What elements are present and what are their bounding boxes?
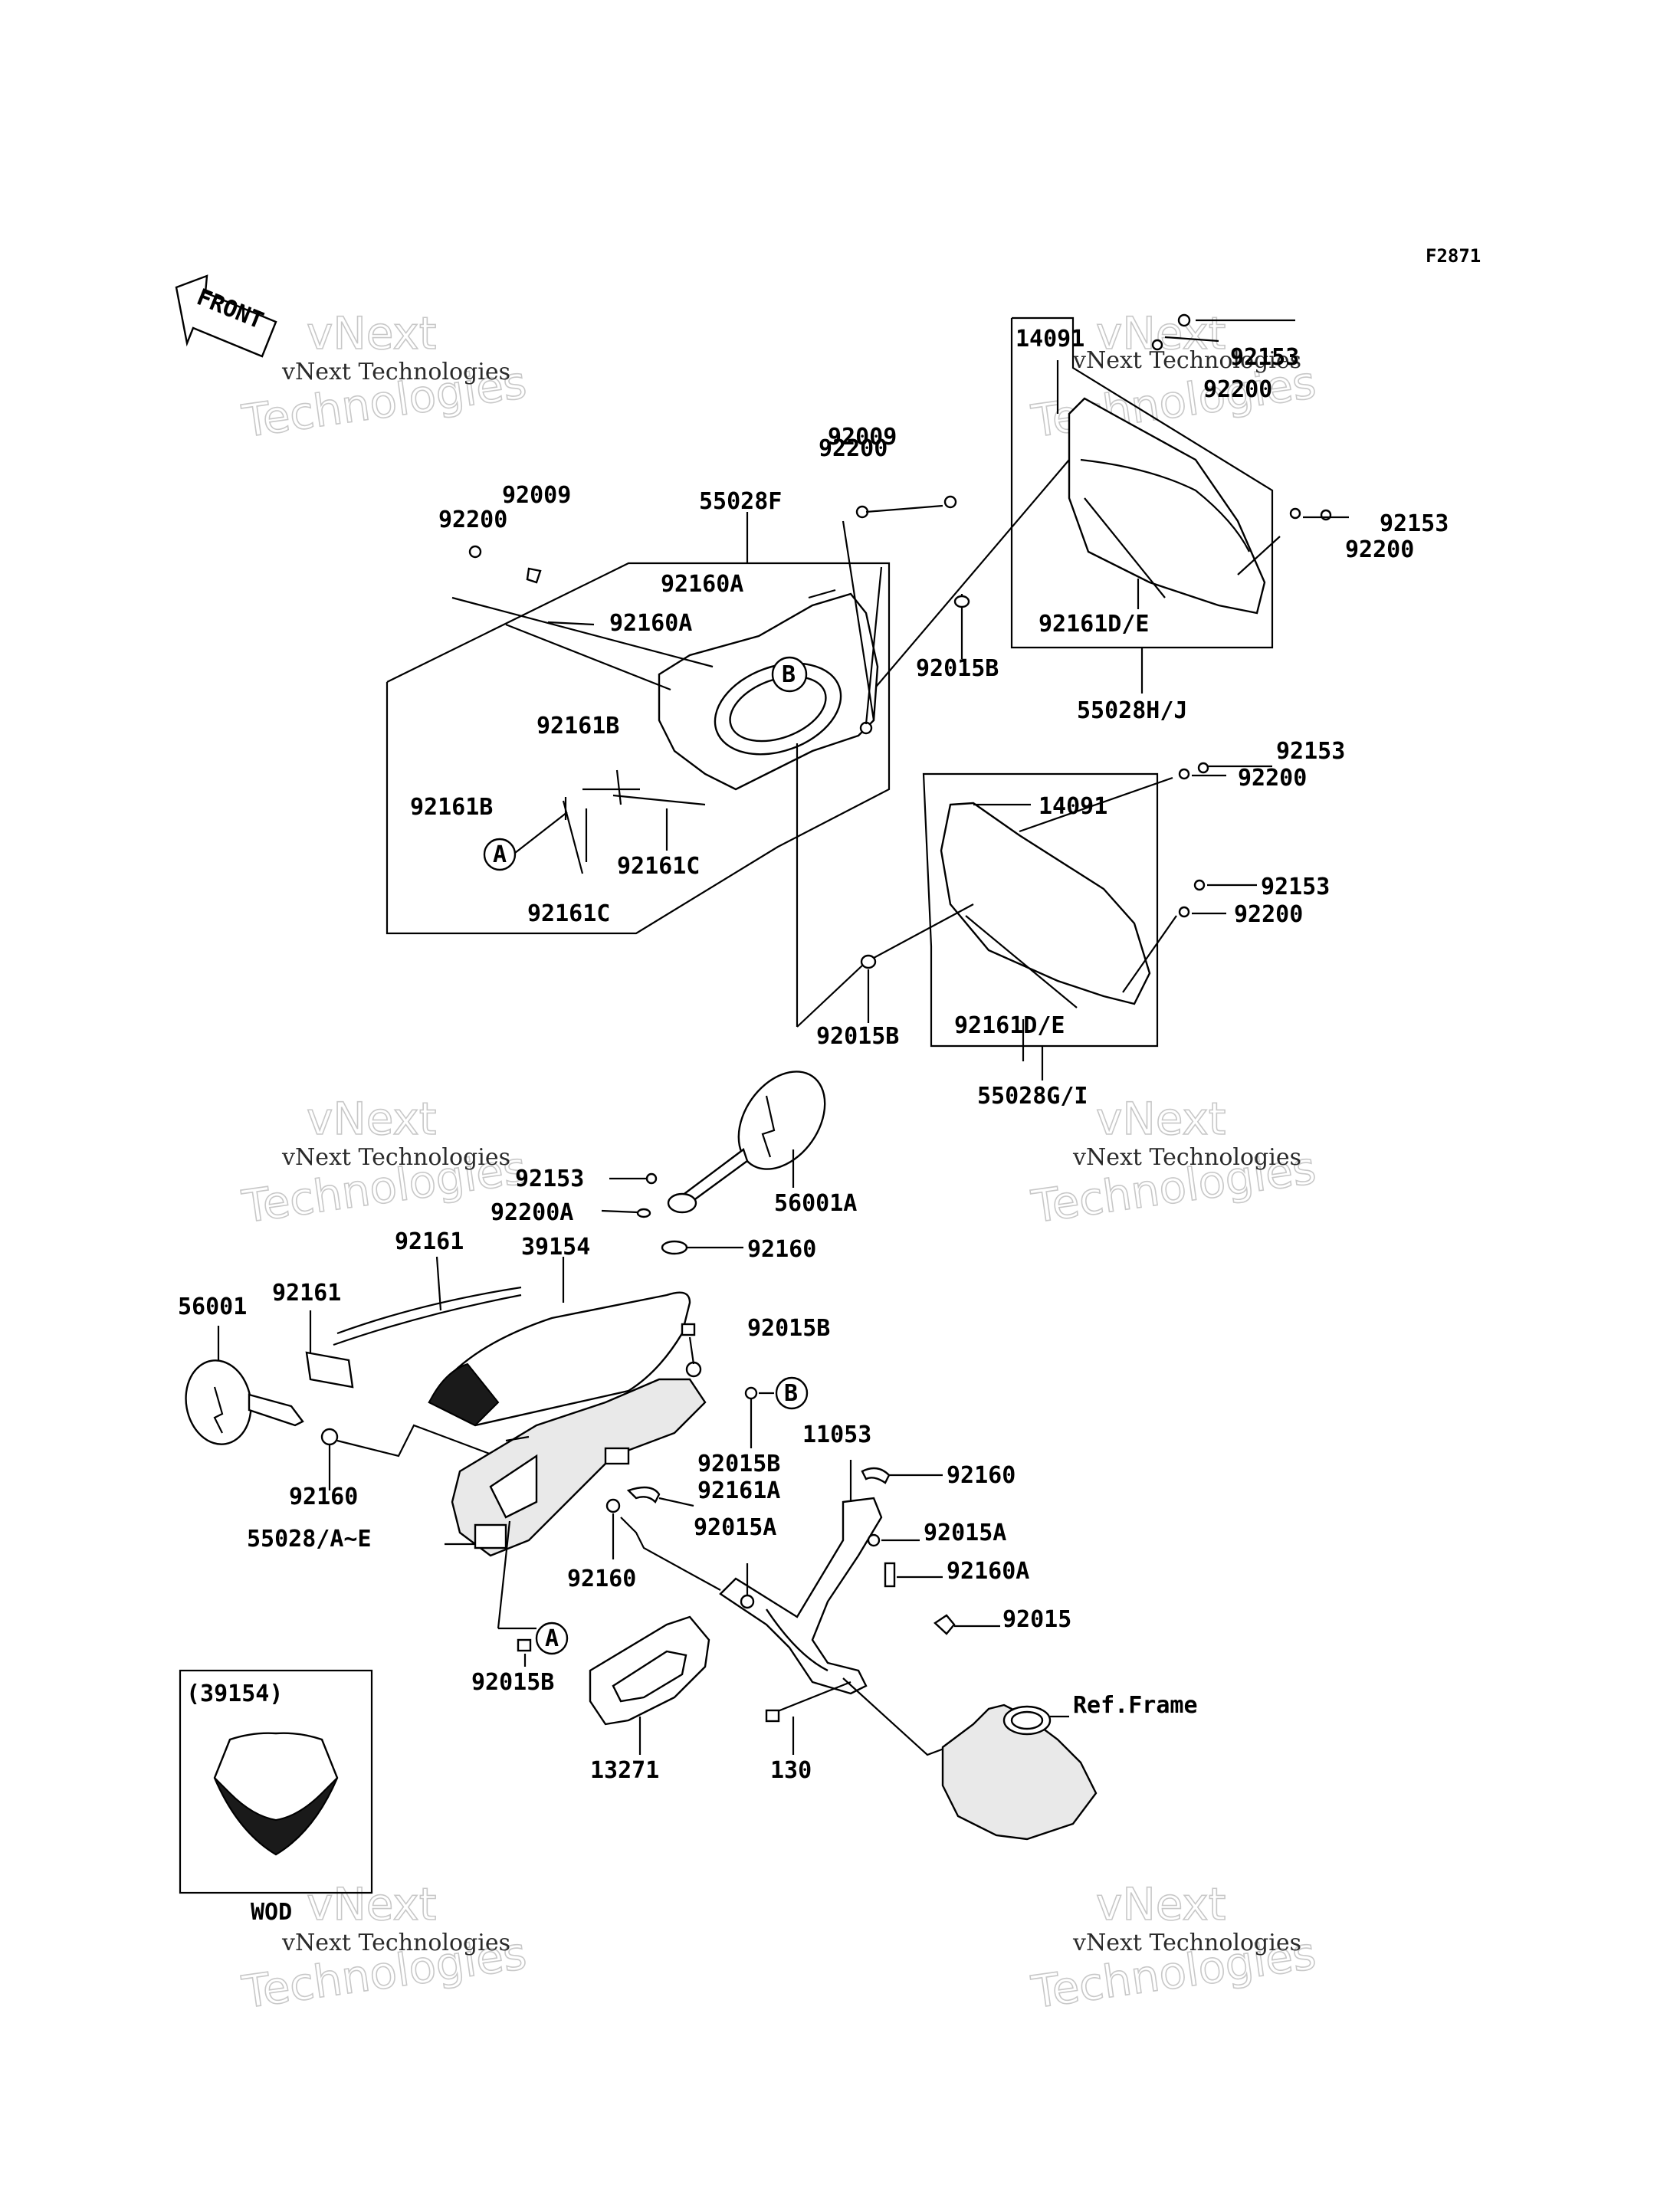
label-56001a: 56001A: [774, 1190, 857, 1217]
label-92153: 92153: [515, 1166, 584, 1192]
label-92153: 92153: [1261, 874, 1330, 900]
label-92015a: 92015A: [924, 1520, 1006, 1546]
label-92015b: 92015B: [747, 1315, 830, 1342]
label-92009: 92009: [502, 482, 571, 509]
label-92200: 92200: [1238, 765, 1307, 792]
svg-text:vNext: vNext: [1096, 307, 1226, 359]
label-55028hj: 55028H/J: [1077, 697, 1188, 724]
label-92015b: 92015B: [697, 1451, 780, 1477]
label-13271: 13271: [590, 1757, 659, 1784]
label-130: 130: [770, 1757, 812, 1784]
inset-title: (39154): [186, 1681, 283, 1707]
label-92160: 92160: [289, 1484, 358, 1510]
lower-assembly: B A: [185, 1071, 1098, 1841]
label-92200: 92200: [819, 435, 888, 462]
label-92161b: 92161B: [536, 713, 619, 739]
svg-text:vNext Technologies: vNext Technologies: [281, 1144, 510, 1171]
callout-b: B: [784, 1380, 798, 1407]
label-92160a: 92160A: [609, 610, 692, 637]
callout-a: A: [545, 1625, 559, 1652]
windshield-lower-group: [860, 762, 1272, 1080]
label-92153: 92153: [1230, 344, 1299, 371]
callout-b: B: [782, 661, 796, 688]
upper-cowl-group: B A: [386, 495, 957, 1028]
svg-text:vNext: vNext: [307, 307, 436, 359]
inset-wod: (39154) WOD: [179, 1669, 373, 1926]
watermark: vNext Technologies vNext Technologies: [1028, 1092, 1320, 1234]
label-92161c: 92161C: [617, 853, 700, 880]
svg-text:vNext: vNext: [307, 1093, 436, 1145]
watermark: vNext Technologies vNext Technologies: [1028, 1877, 1320, 2019]
label-92160: 92160: [567, 1566, 636, 1592]
label-92015b: 92015B: [816, 1023, 899, 1050]
label-92160: 92160: [747, 1236, 816, 1263]
label-14091: 14091: [1016, 326, 1084, 353]
label-ref-frame: Ref.Frame: [1073, 1692, 1198, 1719]
label-92015b: 92015B: [916, 655, 999, 682]
label-14091: 14091: [1039, 793, 1107, 820]
label-92009: 92009: [828, 424, 897, 451]
svg-text:vNext Technologies: vNext Technologies: [281, 1930, 510, 1956]
label-92161: 92161: [272, 1280, 341, 1307]
label-92015: 92015: [1002, 1606, 1071, 1633]
label-92200: 92200: [1203, 376, 1272, 403]
label-92015b: 92015B: [471, 1669, 554, 1696]
front-arrow-icon: FRONT: [175, 274, 277, 358]
callout-a: A: [493, 841, 507, 868]
watermark: vNext Technologies vNext Technologies: [238, 307, 530, 448]
inset-caption: WOD: [251, 1899, 292, 1926]
windshield-upper-group: [850, 313, 1349, 717]
label-92161: 92161: [395, 1228, 464, 1255]
label-92160a: 92160A: [661, 571, 743, 598]
label-92161c: 92161C: [527, 900, 610, 927]
label-56001: 56001: [178, 1294, 247, 1320]
label-92160a: 92160A: [947, 1558, 1029, 1585]
diagram-code: F2871: [1426, 245, 1481, 267]
label-92153: 92153: [1276, 738, 1345, 765]
label-55028gi: 55028G/I: [977, 1083, 1088, 1110]
svg-text:vNext: vNext: [1096, 1878, 1226, 1930]
svg-text:vNext Technologies: vNext Technologies: [1072, 1930, 1301, 1956]
label-55028f: 55028F: [699, 488, 782, 515]
svg-text:vNext: vNext: [1096, 1093, 1226, 1145]
label-92200: 92200: [1234, 901, 1303, 928]
label-55028ae: 55028/A~E: [247, 1526, 372, 1553]
label-92200: 92200: [438, 507, 507, 533]
label-39154: 39154: [521, 1234, 590, 1261]
label-92200: 92200: [1345, 536, 1414, 563]
svg-text:vNext Technologies: vNext Technologies: [1072, 1144, 1301, 1171]
label-92160: 92160: [947, 1462, 1016, 1489]
label-92015a: 92015A: [694, 1514, 776, 1541]
label-92161b: 92161B: [410, 794, 493, 821]
watermark: vNext Technologies vNext Technologies: [238, 1092, 530, 1234]
svg-text:vNext Technologies: vNext Technologies: [281, 359, 510, 385]
label-92161a: 92161A: [697, 1477, 780, 1504]
label-92200a: 92200A: [491, 1199, 573, 1226]
label-92153: 92153: [1380, 510, 1449, 537]
label-92161de: 92161D/E: [1039, 611, 1150, 638]
svg-text:vNext Technologies: vNext Technologies: [1072, 347, 1301, 374]
label-92161de: 92161D/E: [954, 1012, 1065, 1039]
label-11053: 11053: [802, 1421, 871, 1448]
